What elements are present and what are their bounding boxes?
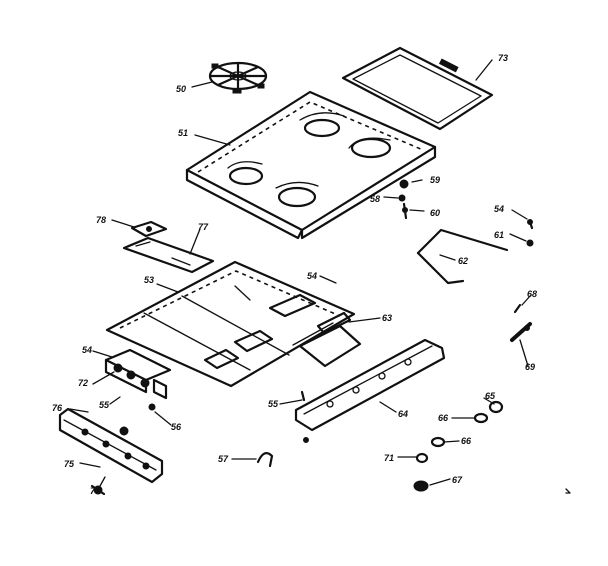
callout-70: 70 — [90, 486, 100, 496]
callout-66-bottom: 66 — [461, 436, 472, 446]
cooktop-main-part — [185, 90, 437, 240]
callout-69: 69 — [525, 362, 535, 372]
callout-61: 61 — [494, 230, 504, 240]
knob-and-screws-part — [398, 179, 409, 220]
callout-54-left: 54 — [82, 345, 92, 355]
burner-box-frame-part — [105, 260, 362, 388]
screws-left-part — [119, 403, 156, 436]
callout-65: 65 — [485, 391, 496, 401]
callout-56: 56 — [171, 422, 182, 432]
igniter-rod-part — [416, 228, 509, 285]
bracket-plate-part — [122, 236, 215, 274]
stray-mark — [565, 488, 571, 494]
callout-75: 75 — [64, 459, 75, 469]
callout-58: 58 — [370, 194, 380, 204]
callout-77: 77 — [198, 222, 209, 232]
callout-50: 50 — [176, 84, 186, 94]
screws-right-part — [526, 219, 534, 247]
callout-71: 71 — [384, 453, 394, 463]
cover-frame-part — [341, 46, 494, 131]
callout-62: 62 — [458, 256, 468, 266]
callout-63: 63 — [382, 313, 392, 323]
callout-59: 59 — [430, 175, 440, 185]
callout-54-mid: 54 — [307, 271, 317, 281]
callout-73: 73 — [498, 53, 508, 63]
bracket-part — [130, 220, 168, 238]
callout-78: 78 — [96, 215, 106, 225]
callout-51: 51 — [178, 128, 188, 138]
valve-assembly-part — [104, 348, 172, 400]
knob-part — [90, 484, 106, 496]
callout-72: 72 — [78, 378, 88, 388]
callout-55-mid: 55 — [268, 399, 279, 409]
callout-54-top: 54 — [494, 204, 504, 214]
callout-labels: 50 73 51 59 58 60 54 61 62 78 77 53 54 6… — [52, 53, 537, 496]
clip-part — [256, 452, 274, 468]
burner-grate-part — [208, 61, 268, 94]
callout-66-top: 66 — [438, 413, 449, 423]
callout-76: 76 — [52, 403, 63, 413]
control-panel-part — [58, 407, 164, 484]
callout-68: 68 — [527, 289, 537, 299]
callout-67: 67 — [452, 475, 463, 485]
leader-lines — [69, 59, 532, 487]
igniter-parts-right — [510, 303, 532, 342]
callout-64: 64 — [398, 409, 408, 419]
callout-60: 60 — [430, 208, 440, 218]
callout-55-left: 55 — [99, 400, 110, 410]
callout-53: 53 — [144, 275, 154, 285]
rear-panel-part — [294, 338, 446, 443]
callout-57: 57 — [218, 454, 229, 464]
